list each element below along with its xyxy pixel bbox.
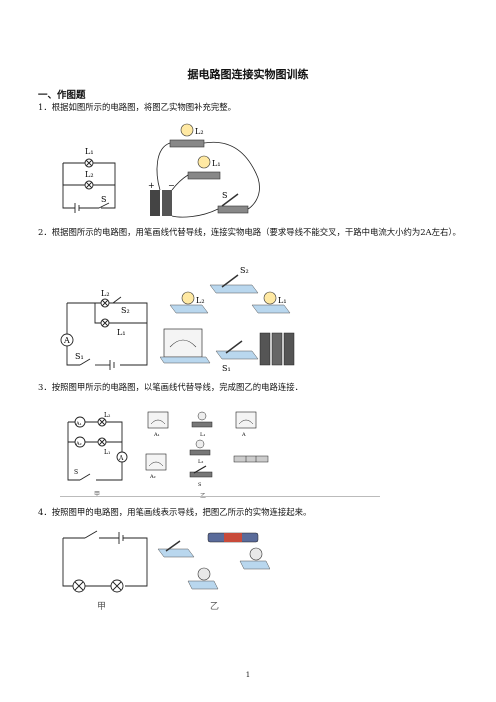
figure-3-divider bbox=[60, 496, 380, 497]
figure-4-circuit-diagram: 甲 bbox=[62, 530, 148, 612]
fig1-label-S: S bbox=[101, 195, 106, 204]
question-3-number: 3． bbox=[38, 382, 52, 392]
question-3: 3．按照图甲所示的电路图，以笔画线代替导线，完成图乙的电路连接． bbox=[38, 381, 468, 394]
section-heading: 一、作图题 bbox=[38, 90, 86, 101]
fig2-label-L2: L₂ bbox=[101, 289, 110, 298]
fig3-label-A: A bbox=[118, 455, 124, 462]
lamp-icon bbox=[187, 155, 221, 180]
lamp-icon bbox=[187, 567, 219, 590]
fig3-label-A1: A₁ bbox=[75, 421, 82, 427]
lamp-icon bbox=[169, 291, 209, 314]
page-title: 据电路图连接实物图训练 bbox=[187, 68, 309, 81]
fig2-label-S2: S₂ bbox=[121, 306, 130, 315]
battery-icon bbox=[259, 332, 295, 366]
figure-2-physical-components: S₂ L₂ L₁ S₁ bbox=[160, 266, 295, 373]
question-3-text: 按照图甲所示的电路图，以笔画线代替导线，完成图乙的电路连接． bbox=[51, 382, 303, 392]
fig2-right-label-S1: S₁ bbox=[222, 364, 231, 373]
fig4-label-jia: 甲 bbox=[97, 601, 106, 612]
switch-icon bbox=[217, 193, 249, 214]
question-2-number: 2． bbox=[38, 227, 52, 237]
fig3-right-label-A: A bbox=[241, 432, 246, 438]
fig3-right-label-L1: L₁ bbox=[200, 432, 205, 438]
fig3-label-A2: A₂ bbox=[75, 441, 82, 447]
fig3-right-label-L2: L₂ bbox=[198, 459, 203, 465]
lamp-icon bbox=[169, 123, 205, 148]
fig1-label-L2: L₂ bbox=[85, 170, 94, 179]
figure-3-circuit-diagram: A₁ A₂ L₂ L₁ A S 甲 bbox=[67, 412, 128, 498]
question-1-number: 1． bbox=[38, 102, 52, 112]
question-4-number: 4． bbox=[38, 507, 52, 517]
fig1-label-L1: L₁ bbox=[85, 147, 94, 156]
figure-4-physical-components: 乙 bbox=[157, 532, 270, 612]
question-2: 2．根据图所示的电路图，用笔画线代替导线，连接实物电路（要求导线不能交叉，干路中… bbox=[38, 226, 468, 239]
fig1-plus-sign: + bbox=[148, 181, 155, 190]
page-number: 1 bbox=[245, 671, 251, 679]
fig3-right-label-A2: A₂ bbox=[149, 474, 156, 480]
switch-icon bbox=[215, 340, 259, 360]
lamp-icon bbox=[239, 547, 270, 570]
fig2-label-L1: L₁ bbox=[117, 328, 126, 337]
fig2-right-label-S2: S₂ bbox=[240, 266, 249, 275]
fig3-label-jia: 甲 bbox=[94, 491, 100, 498]
switch-icon bbox=[157, 540, 195, 558]
fig2-label-S1: S₁ bbox=[75, 352, 84, 361]
fig2-label-A: A bbox=[63, 336, 70, 345]
question-1: 1．根据如图所示的电路图，将图乙实物图补充完整。 bbox=[38, 101, 468, 114]
figure-1-physical-circuit: L₂ L₁ + − S bbox=[148, 123, 260, 218]
fig2-right-label-L2: L₂ bbox=[196, 296, 205, 305]
question-4: 4．按照图甲的电路图，用笔画线表示导线，把图乙所示的实物连接起来。 bbox=[38, 506, 468, 519]
fig3-label-S: S bbox=[74, 469, 78, 476]
lamp-icon bbox=[251, 291, 291, 314]
fig1-right-label-L1: L₁ bbox=[212, 159, 221, 168]
lamp-icon bbox=[191, 411, 213, 428]
battery-icon bbox=[233, 455, 269, 463]
battery-icon bbox=[207, 532, 259, 543]
fig2-right-label-L1: L₁ bbox=[278, 296, 287, 305]
ammeter-icon bbox=[235, 411, 257, 429]
fig1-minus-sign: − bbox=[168, 181, 175, 190]
switch-icon bbox=[189, 465, 213, 478]
question-2-text: 根据图所示的电路图，用笔画线代替导线，连接实物电路（要求导线不能交叉，干路中电流… bbox=[51, 227, 461, 237]
fig1-right-label-S: S bbox=[222, 191, 227, 200]
fig3-label-L2: L₂ bbox=[104, 412, 111, 419]
figure-2-circuit-diagram: A L₂ S₂ L₁ S₁ bbox=[60, 289, 148, 370]
ammeter-icon bbox=[160, 328, 211, 364]
ammeter-icon bbox=[147, 411, 169, 429]
fig4-label-yi: 乙 bbox=[210, 601, 219, 612]
battery-icon bbox=[150, 190, 172, 216]
figure-3-physical-components: A₁ L₁ A L₂ A₂ S 乙 bbox=[145, 411, 269, 500]
question-1-text: 根据如图所示的电路图，将图乙实物图补充完整。 bbox=[51, 102, 236, 112]
fig3-right-label-A1: A₁ bbox=[153, 432, 160, 438]
fig3-label-L1: L₁ bbox=[104, 449, 110, 456]
lamp-icon bbox=[189, 439, 211, 456]
figure-1-circuit-diagram: L₁ L₂ S bbox=[62, 147, 116, 213]
fig1-right-label-L2: L₂ bbox=[195, 127, 204, 136]
fig3-right-label-S: S bbox=[198, 482, 202, 488]
ammeter-icon bbox=[145, 453, 167, 471]
switch-icon bbox=[209, 274, 259, 294]
question-4-text: 按照图甲的电路图，用笔画线表示导线，把图乙所示的实物连接起来。 bbox=[51, 507, 312, 517]
